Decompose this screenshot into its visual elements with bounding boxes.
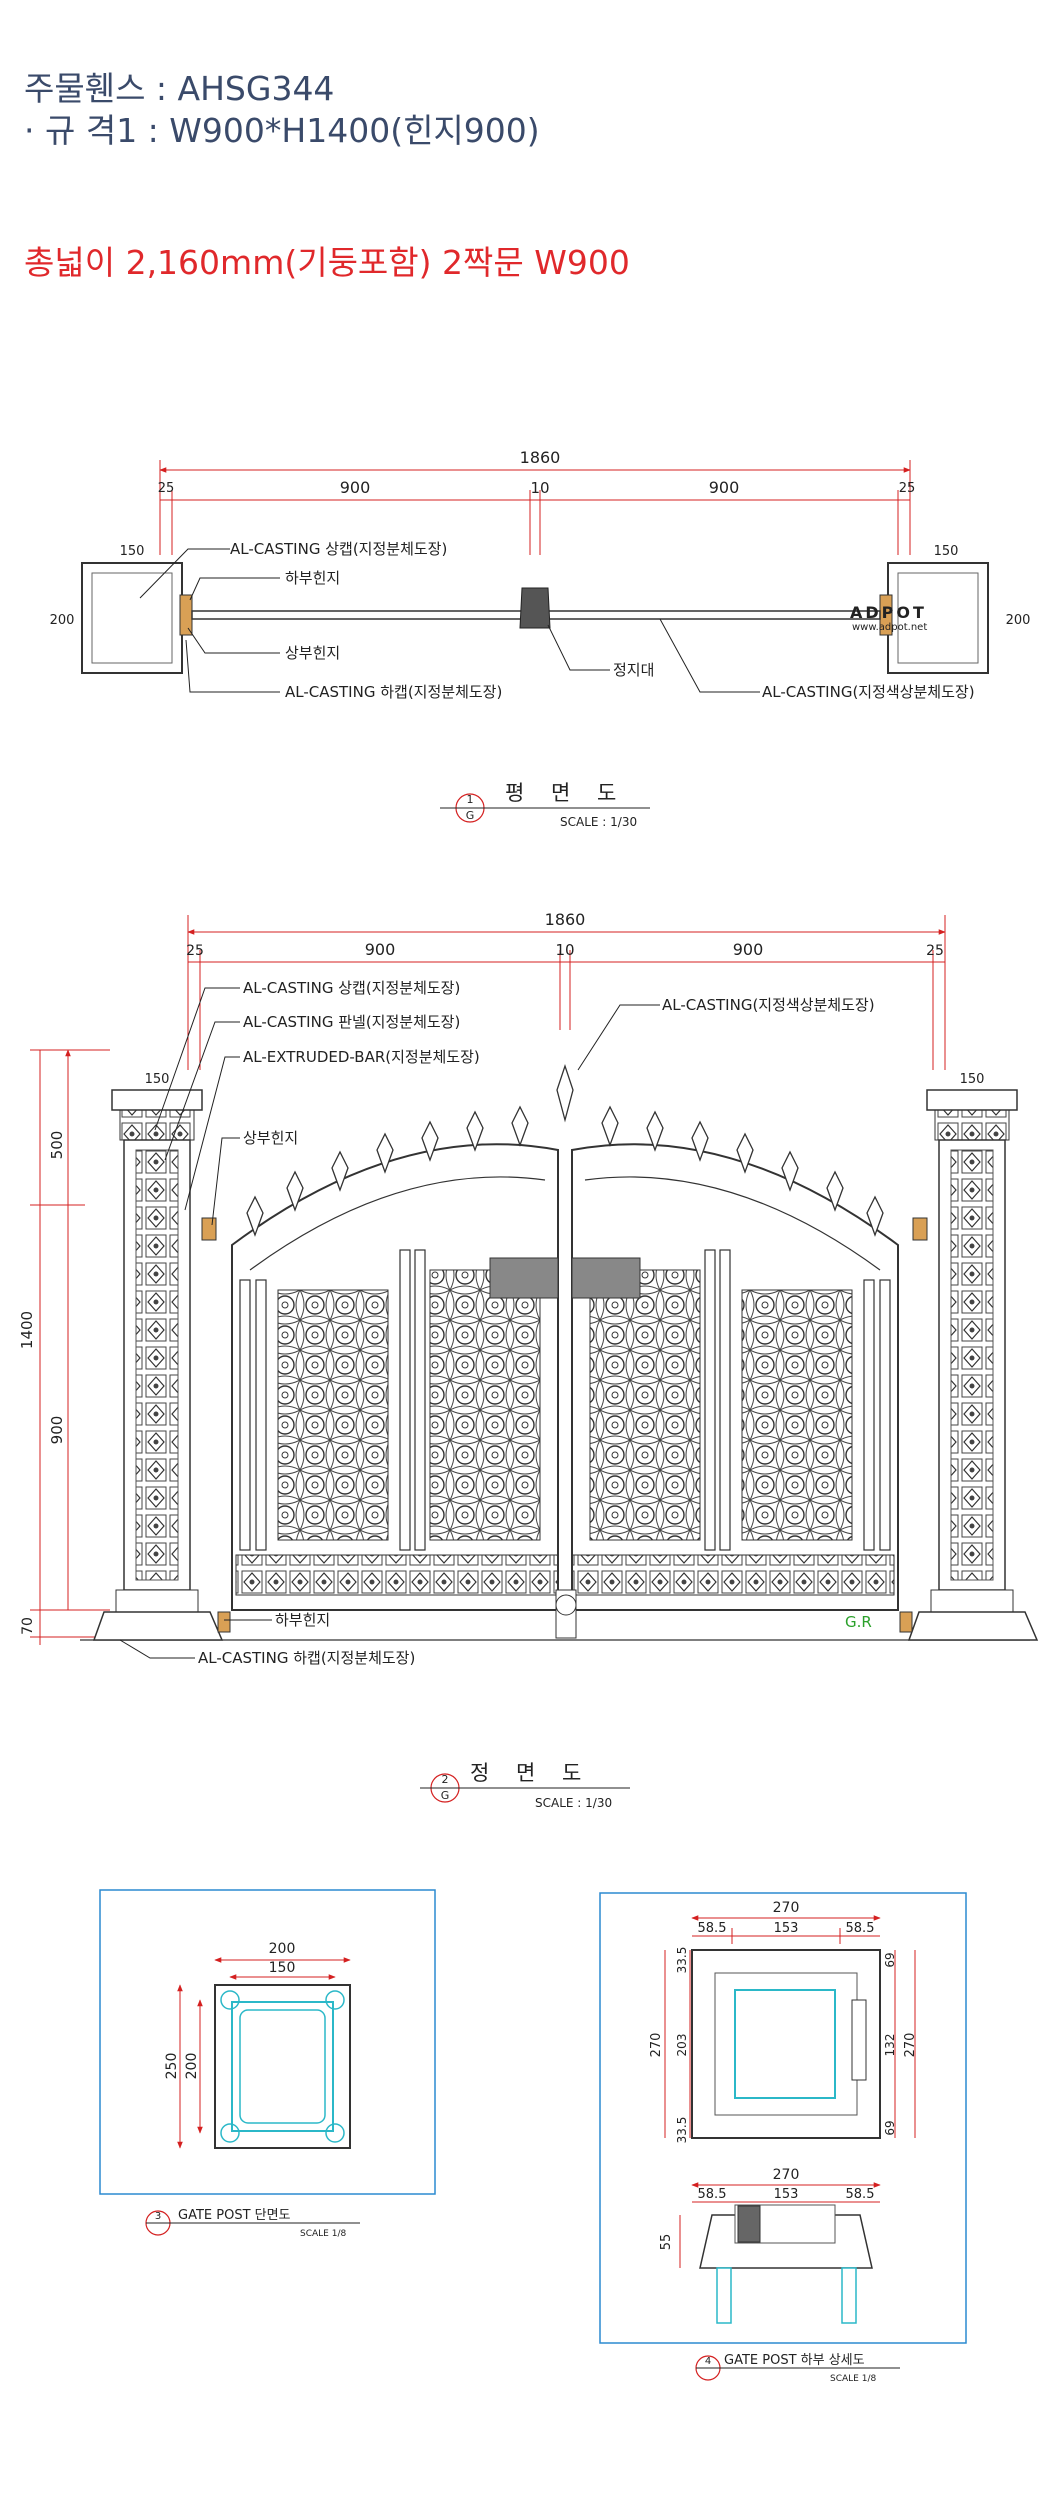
front-dim-70: 70 (20, 1617, 36, 1635)
d4-dim-69-bottom: 69 (883, 2120, 897, 2135)
front-post-left (92, 1089, 224, 1641)
front-label-lower-hinge: 하부힌지 (275, 1611, 330, 1629)
d4-dim-58-right: 58.5 (846, 1921, 875, 1936)
front-label-gr: G.R (845, 1613, 872, 1631)
plan-hinge-left (179, 594, 193, 636)
d3-dim-200: 200 (269, 1941, 296, 1957)
d4-dim-270-b: 270 (773, 2167, 800, 2183)
plan-label-lower-hinge: 하부힌지 (285, 569, 340, 587)
front-dim-150-right: 150 (960, 1072, 985, 1087)
front-scale: SCALE : 1/30 (535, 1796, 612, 1810)
front-title-no: 2 (442, 1773, 449, 1786)
plan-dim-200-left: 200 (50, 613, 75, 628)
d4-dim-153-b: 153 (774, 2187, 799, 2202)
front-dim-900-right: 900 (733, 940, 764, 959)
front-view: 1860 25 900 10 900 25 150 150 500 1400 9… (18, 910, 1039, 1810)
plan-stopper (519, 587, 551, 629)
d3-scale: SCALE 1/8 (300, 2229, 346, 2239)
d4-dim-69-top: 69 (883, 1952, 897, 1967)
front-title-g: G (441, 1789, 450, 1802)
front-dim-10: 10 (555, 941, 574, 959)
plan-dim-900-left: 900 (340, 478, 371, 497)
plan-view: 1860 25 900 10 900 25 150 150 200 200 AL… (50, 448, 1031, 829)
plan-dim-900-right: 900 (709, 478, 740, 497)
front-hinge-lower-right (899, 1611, 913, 1633)
plan-title-g: G (466, 809, 475, 822)
d3-dim-250: 250 (164, 2053, 180, 2080)
d4-dim-33-bottom: 33.5 (675, 2117, 689, 2144)
plan-dim-150-left: 150 (120, 544, 145, 559)
d4-dim-33-top: 33.5 (675, 1947, 689, 1974)
plan-dim-10: 10 (530, 479, 549, 497)
plan-watermark-url: www.adpot.net (852, 622, 927, 633)
plan-label-casting: AL-CASTING(지정색상분체도장) (762, 683, 975, 701)
front-label-bottom-cap: AL-CASTING 하캡(지정분체도장) (198, 1649, 415, 1667)
front-dim-900-left: 900 (365, 940, 396, 959)
d3-dim-200-v: 200 (184, 2053, 200, 2080)
header-total-width: 총넓이 2,160mm(기둥포함) 2짝문 W900 (24, 243, 630, 282)
d4-scale: SCALE 1/8 (830, 2374, 876, 2384)
d4-dim-55: 55 (659, 2234, 674, 2251)
front-hinge-upper-left (201, 1217, 217, 1241)
plan-title: 평 면 도 (505, 781, 626, 805)
front-title: 정 면 도 (470, 1761, 591, 1785)
d3-title-no: 3 (155, 2211, 161, 2222)
plan-dim-25-right: 25 (899, 481, 916, 496)
d4-title: GATE POST 하부 상세도 (724, 2353, 865, 2368)
plan-label-stopper: 정지대 (613, 661, 654, 679)
front-dim-900: 900 (48, 1416, 66, 1445)
front-post-right (907, 1089, 1039, 1641)
front-gate-left (231, 1143, 559, 1611)
front-gate-right (571, 1143, 899, 1611)
front-finials (246, 1063, 884, 1237)
front-hinge-lower-left (217, 1611, 231, 1633)
plan-dim-total: 1860 (520, 448, 561, 467)
d4-dim-58-b-left: 58.5 (698, 2187, 727, 2202)
plan-dim-150-right: 150 (934, 544, 959, 559)
front-hinge-upper-right (912, 1217, 928, 1241)
plan-dim-200-right: 200 (1006, 613, 1031, 628)
d3-title: GATE POST 단면도 (178, 2208, 291, 2223)
plan-title-no: 1 (467, 793, 474, 806)
detail-gate-post-section: 200 150 250 200 3 GATE POST 단면도 SCALE 1/… (99, 1889, 436, 2239)
front-dim-25-right: 25 (926, 943, 944, 959)
d4-dim-58-b-right: 58.5 (846, 2187, 875, 2202)
d4-dim-58-left: 58.5 (698, 1921, 727, 1936)
d4-dim-203: 203 (675, 2034, 689, 2057)
d4-dim-270: 270 (773, 1900, 800, 1916)
d4-title-no: 4 (705, 2356, 711, 2367)
front-label-casting: AL-CASTING(지정색상분체도장) (662, 996, 875, 1014)
d4-dim-270-v: 270 (649, 2033, 664, 2058)
d4-dim-153: 153 (774, 1921, 799, 1936)
front-label-top-cap: AL-CASTING 상캡(지정분체도장) (243, 979, 460, 997)
plan-label-upper-hinge: 상부힌지 (285, 644, 340, 662)
d3-dim-150: 150 (269, 1960, 296, 1976)
plan-scale: SCALE : 1/30 (560, 815, 637, 829)
front-dim-150-left: 150 (145, 1072, 170, 1087)
d4-dim-270-v-right: 270 (903, 2033, 918, 2058)
header-spec: · 규 격1 : W900*H1400(힌지900) (24, 111, 540, 150)
front-label-bar: AL-EXTRUDED-BAR(지정분체도장) (243, 1048, 480, 1066)
header-model: 주물휀스 : AHSG344 (24, 69, 335, 108)
front-dim-25-left: 25 (186, 943, 204, 959)
plan-label-top-cap: AL-CASTING 상캡(지정분체도장) (230, 540, 447, 558)
front-dim-total: 1860 (545, 910, 586, 929)
plan-watermark: ADPOT (850, 603, 927, 622)
front-label-panel: AL-CASTING 판넬(지정분체도장) (243, 1013, 460, 1031)
plan-dim-25-left: 25 (158, 481, 175, 496)
detail-gate-post-bottom: 270 58.5 153 58.5 33.5 270 203 33.5 69 1… (599, 1892, 967, 2384)
front-dim-1400: 1400 (18, 1311, 36, 1349)
front-dim-500: 500 (48, 1131, 66, 1160)
front-label-upper-hinge: 상부힌지 (243, 1129, 298, 1147)
plan-label-bottom-cap: AL-CASTING 하캡(지정분체도장) (285, 683, 502, 701)
plan-post-left (81, 562, 183, 674)
d4-dim-132: 132 (883, 2034, 897, 2057)
